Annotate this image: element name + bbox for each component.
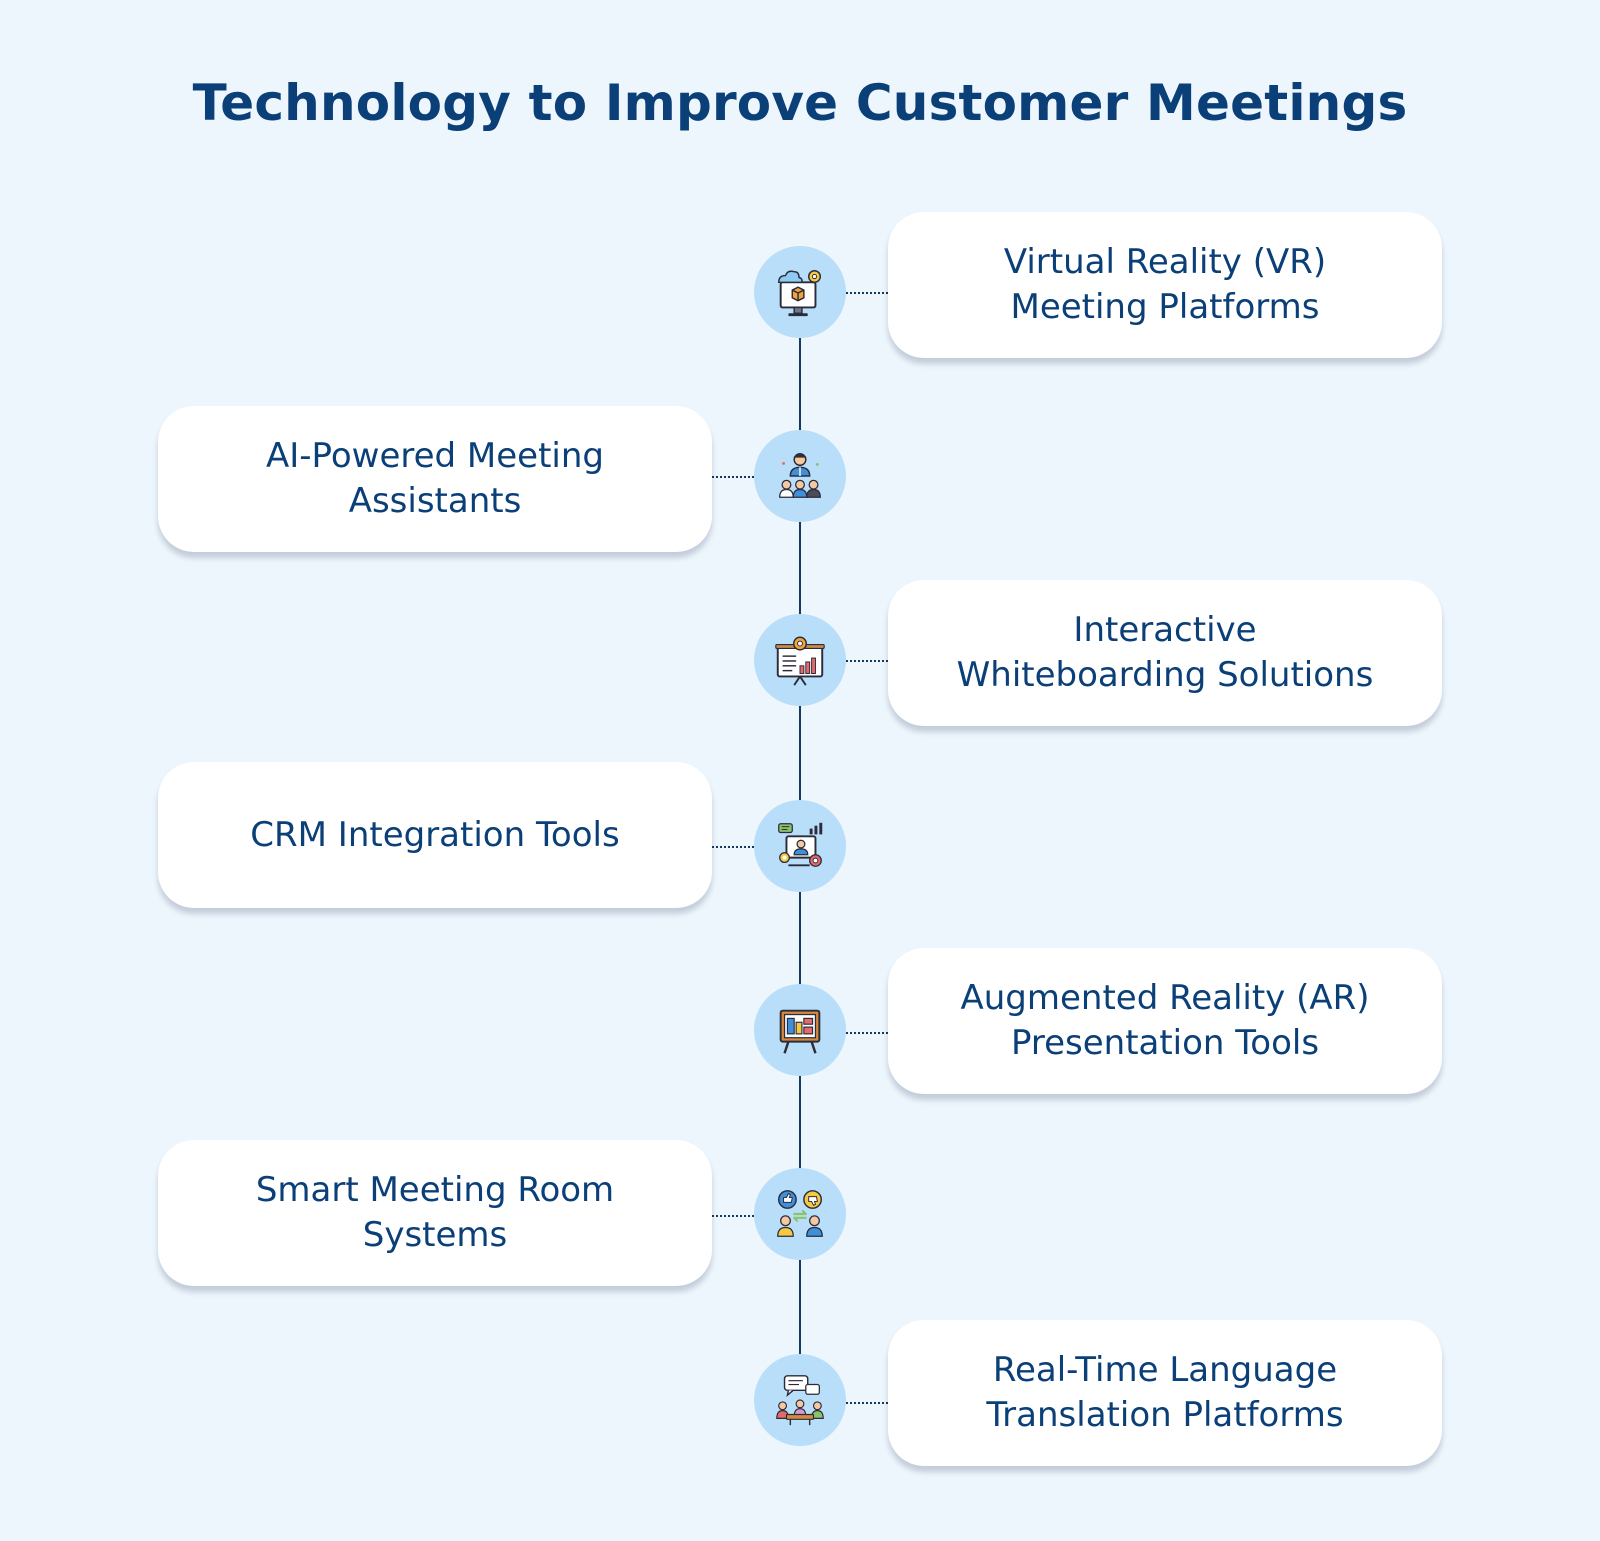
topic-card-smart-meeting-room: Smart Meeting Room Systems	[158, 1140, 712, 1286]
topic-card-ai-meeting-assistants: AI-Powered Meeting Assistants	[158, 406, 712, 552]
topic-label-line: Virtual Reality (VR)	[1003, 242, 1327, 282]
topic-label-line: Systems	[362, 1215, 508, 1255]
topic-label-line: AI-Powered Meeting	[266, 436, 604, 476]
topic-label: Real-Time Language Translation Platforms	[986, 1348, 1343, 1438]
topic-label: Augmented Reality (AR) Presentation Tool…	[960, 976, 1369, 1066]
connector-line	[846, 660, 888, 662]
topic-card-vr-meeting-platforms: Virtual Reality (VR) Meeting Platforms	[888, 212, 1442, 358]
topic-label: Interactive Whiteboarding Solutions	[957, 608, 1374, 698]
conversation-team-icon	[754, 1354, 846, 1446]
connector-line	[712, 1215, 754, 1217]
meeting-presenter-icon	[754, 430, 846, 522]
topic-label-line: Real-Time Language	[992, 1350, 1338, 1390]
topic-label-line: Meeting Platforms	[1010, 287, 1320, 327]
topic-label-line: Smart Meeting Room	[255, 1170, 615, 1210]
connector-line	[846, 1402, 888, 1404]
topic-card-ar-presentation: Augmented Reality (AR) Presentation Tool…	[888, 948, 1442, 1094]
topic-label: Smart Meeting Room Systems	[256, 1168, 614, 1258]
topic-label-line: Assistants	[348, 481, 522, 521]
topic-label-line: Presentation Tools	[1010, 1023, 1320, 1063]
connector-line	[846, 292, 888, 294]
topic-card-language-translation: Real-Time Language Translation Platforms	[888, 1320, 1442, 1466]
connector-line	[712, 846, 754, 848]
topic-card-crm-integration: CRM Integration Tools	[158, 762, 712, 908]
whiteboard-chart-icon	[754, 614, 846, 706]
page-title: Technology to Improve Customer Meetings	[192, 74, 1408, 132]
connector-line	[846, 1032, 888, 1034]
crm-network-icon	[754, 800, 846, 892]
topic-label: Virtual Reality (VR) Meeting Platforms	[1004, 240, 1326, 330]
topic-label-line: Augmented Reality (AR)	[960, 978, 1370, 1018]
topic-label: CRM Integration Tools	[250, 813, 619, 858]
feedback-exchange-icon	[754, 1168, 846, 1260]
topic-label-line: Translation Platforms	[986, 1395, 1344, 1435]
connector-line	[712, 476, 754, 478]
presentation-easel-icon	[754, 984, 846, 1076]
topic-label-line: CRM Integration Tools	[250, 814, 620, 855]
topic-label: AI-Powered Meeting Assistants	[266, 434, 604, 524]
topic-label-line: Whiteboarding Solutions	[956, 655, 1374, 695]
topic-card-interactive-whiteboarding: Interactive Whiteboarding Solutions	[888, 580, 1442, 726]
topic-label-line: Interactive	[1073, 610, 1257, 650]
vr-monitor-cloud-icon	[754, 246, 846, 338]
